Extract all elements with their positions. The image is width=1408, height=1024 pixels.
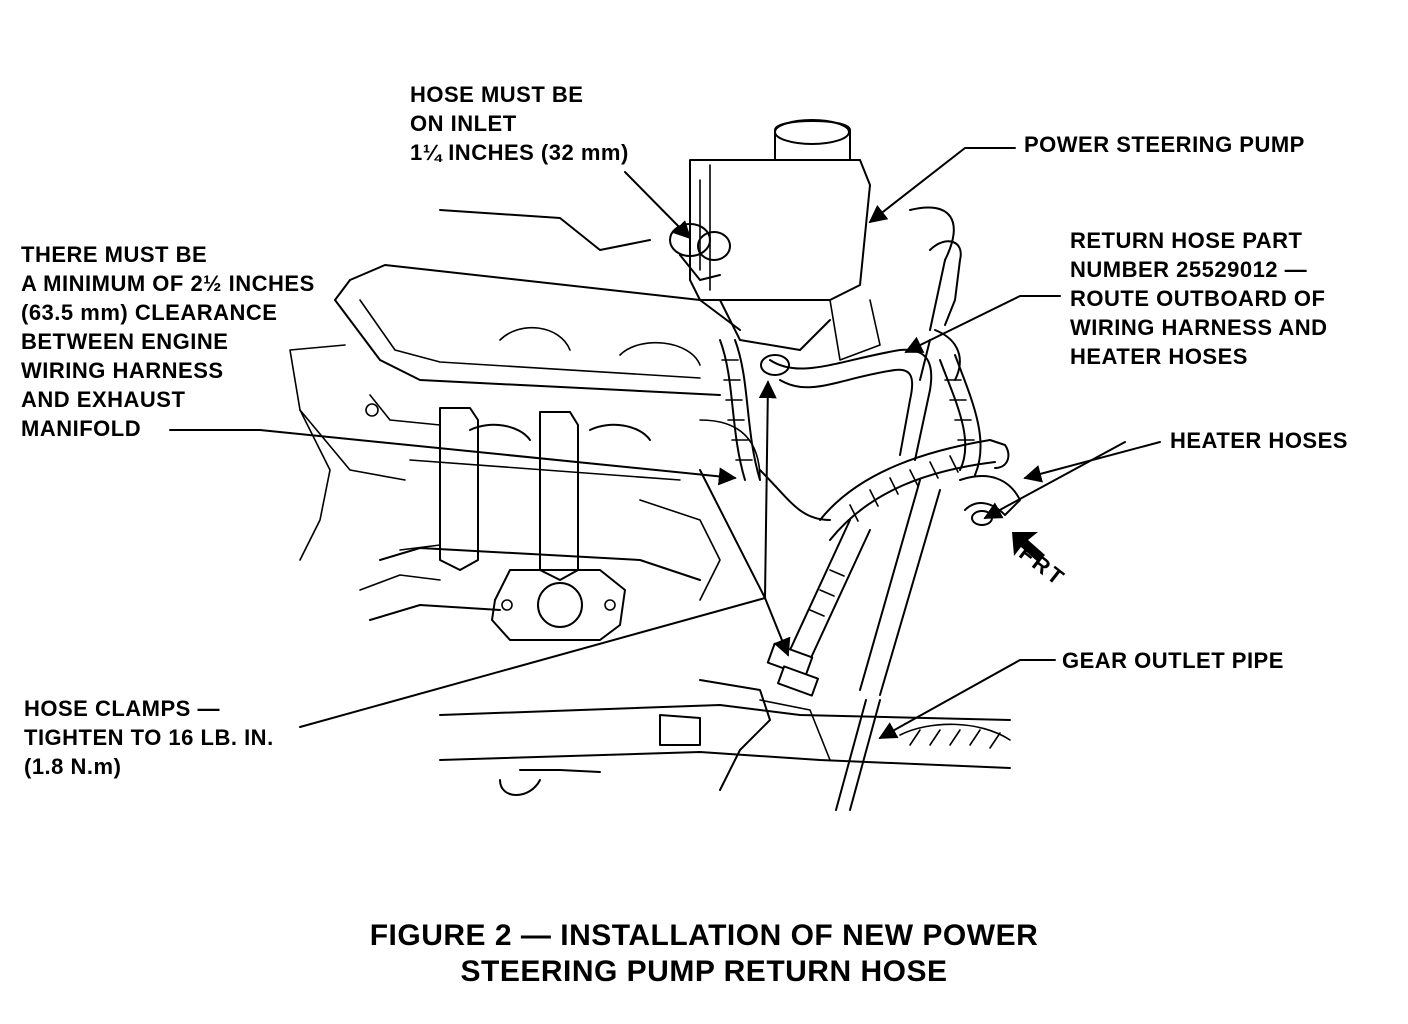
leader-gear-outlet	[878, 659, 1056, 739]
callout-heater-hoses: HEATER HOSES	[1170, 426, 1348, 455]
callout-line: WIRING HARNESS	[21, 358, 224, 383]
frt-arrow-icon	[1012, 532, 1045, 562]
callout-hose-clamps: HOSE CLAMPS — TIGHTEN TO 16 LB. IN. (1.8…	[24, 694, 274, 781]
engine-block	[289, 209, 761, 641]
leader-heater-2	[983, 441, 1126, 519]
heater-hoses	[959, 439, 1021, 526]
callout-line: 1¼ INCHES (32 mm)	[410, 140, 629, 165]
figure-caption: FIGURE 2 — INSTALLATION OF NEW POWER STE…	[0, 918, 1408, 990]
callout-line: NUMBER 25529012 —	[1070, 257, 1308, 282]
callout-line: HOSE CLAMPS —	[24, 696, 220, 721]
callout-line: MANIFOLD	[21, 416, 142, 441]
callout-line: POWER STEERING PUMP	[1024, 132, 1305, 157]
leader-clamp-down	[764, 597, 791, 657]
leader-clamp-up	[758, 380, 777, 599]
leader-lines	[169, 147, 1161, 739]
callout-line: A MINIMUM OF 2½ INCHES	[21, 271, 315, 296]
callout-hose-inlet: HOSE MUST BE ON INLET 1¼ INCHES (32 mm)	[410, 80, 629, 167]
callout-line: WIRING HARNESS AND	[1070, 315, 1328, 340]
callout-line: (63.5 mm) CLEARANCE	[21, 300, 278, 325]
callout-line: THERE MUST BE	[21, 242, 208, 267]
callout-line: TIGHTEN TO 16 LB. IN.	[24, 725, 274, 750]
caption-line: STEERING PUMP RETURN HOSE	[460, 955, 948, 988]
callout-line: (1.8 N.m)	[24, 754, 122, 779]
callout-power-steering-pump: POWER STEERING PUMP	[1024, 130, 1305, 159]
callout-line: HOSE MUST BE	[410, 82, 584, 107]
leader-return-hose	[904, 295, 1061, 353]
callout-gear-outlet-pipe: GEAR OUTLET PIPE	[1062, 646, 1284, 675]
leader-hose-clamps	[299, 597, 766, 728]
callout-line: AND EXHAUST	[21, 387, 186, 412]
callout-line: BETWEEN ENGINE	[21, 329, 229, 354]
leader-clearance	[169, 429, 737, 486]
callout-line: ON INLET	[410, 111, 517, 136]
callout-return-hose: RETURN HOSE PART NUMBER 25529012 — ROUTE…	[1070, 226, 1328, 371]
callout-line: HEATER HOSES	[1170, 428, 1348, 453]
callout-line: RETURN HOSE PART	[1070, 228, 1303, 253]
callout-line: HEATER HOSES	[1070, 344, 1248, 369]
caption-line: FIGURE 2 — INSTALLATION OF NEW POWER	[369, 919, 1039, 952]
leader-pump	[868, 147, 1016, 224]
power-steering-pump	[669, 119, 955, 361]
callout-line: ROUTE OUTBOARD OF	[1070, 286, 1326, 311]
leader-hose-inlet	[624, 171, 692, 240]
wiring-harness	[719, 339, 996, 541]
return-hose	[760, 240, 962, 461]
callout-clearance: THERE MUST BE A MINIMUM OF 2½ INCHES (63…	[21, 240, 315, 443]
gear-outlet-pipe	[439, 479, 1011, 811]
callout-line: GEAR OUTLET PIPE	[1062, 648, 1284, 673]
